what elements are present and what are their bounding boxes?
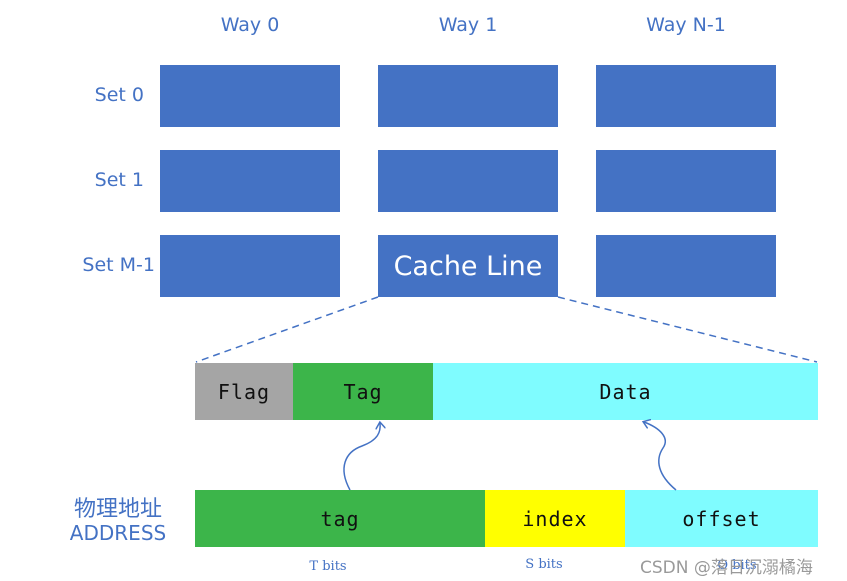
index-bits-label: S bits xyxy=(525,557,563,572)
offset-select-arrow xyxy=(644,422,677,491)
address-tag-field: tag xyxy=(195,490,485,547)
cache-line-label: Cache Line xyxy=(393,250,543,282)
address-index-label: index xyxy=(522,506,588,531)
cache-cell-set1-way1 xyxy=(378,150,558,212)
cache-cell-set0-way0 xyxy=(160,65,340,127)
tag-field-label: Tag xyxy=(343,379,383,404)
way-0-label: Way 0 xyxy=(220,14,280,36)
cache-line-tag-field: Tag xyxy=(293,363,433,420)
cache-cell-set0-wayn xyxy=(596,65,776,127)
cache-cell-set0-way1 xyxy=(378,65,558,127)
set-0-label: Set 0 xyxy=(94,84,144,106)
tag-compare-arrow xyxy=(343,423,380,491)
cache-cell-set1-wayn xyxy=(596,150,776,212)
flag-field-label: Flag xyxy=(217,379,271,404)
cache-line-data-field: Data xyxy=(433,363,818,420)
data-field-label: Data xyxy=(599,379,652,404)
cache-line-flag-field: Flag xyxy=(195,363,293,420)
cache-cell-setm-way0 xyxy=(160,235,340,297)
address-tag-label: tag xyxy=(320,506,360,531)
set-1-label: Set 1 xyxy=(94,169,144,191)
address-index-field: index xyxy=(485,490,625,547)
expansion-dashed-line-right xyxy=(557,296,818,363)
way-1-label: Way 1 xyxy=(438,14,498,36)
expansion-dashed-line-left xyxy=(195,296,379,363)
address-label-cn: 物理地址 xyxy=(73,497,162,522)
offset-bits-label: O bits xyxy=(717,558,757,573)
cache-cell-set1-way0 xyxy=(160,150,340,212)
watermark: CSDN @落日沉溺橘海 xyxy=(640,558,813,578)
cache-line-cell: Cache Line xyxy=(378,235,558,297)
address-offset-field: offset xyxy=(625,490,818,547)
set-m-1-label: Set M-1 xyxy=(82,254,155,276)
cache-cell-setm-wayn xyxy=(596,235,776,297)
way-n-1-label: Way N-1 xyxy=(646,14,726,36)
address-label-en: ADDRESS xyxy=(69,521,167,545)
address-offset-label: offset xyxy=(682,506,761,531)
tag-bits-label: T bits xyxy=(309,559,347,574)
